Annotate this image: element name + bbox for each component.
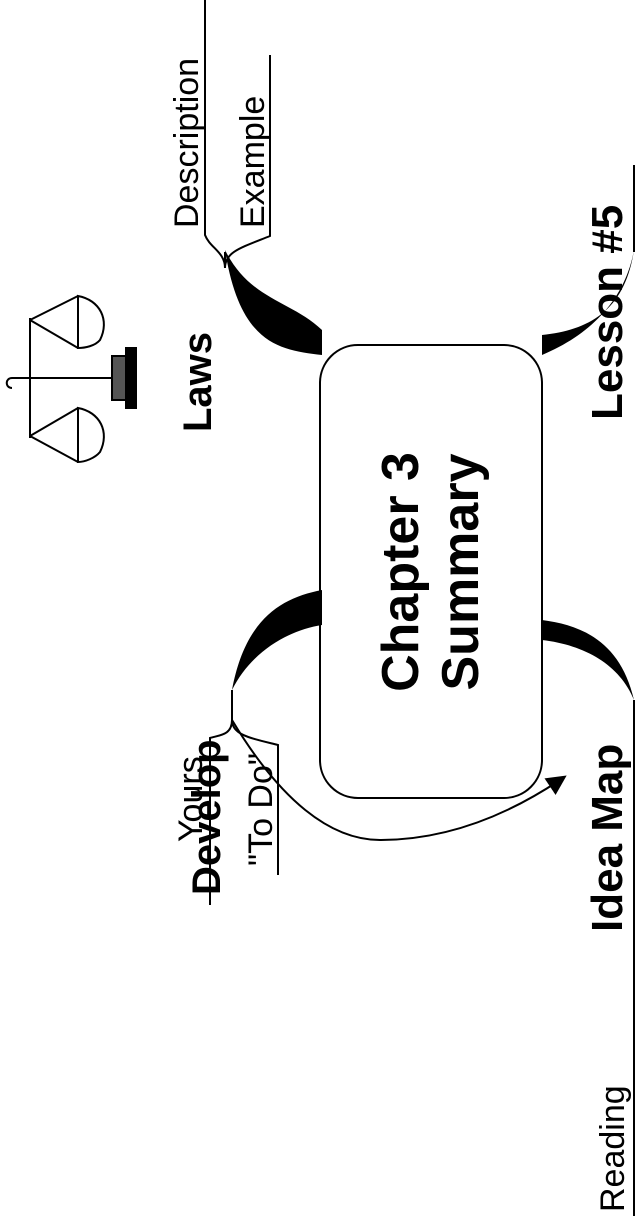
- branch-label-lesson: Lesson #5: [583, 205, 632, 420]
- branch-connector-lesson: [542, 250, 634, 355]
- develop-fork: [209, 719, 279, 905]
- branch-label-idea-map: Idea Map: [583, 744, 632, 932]
- central-node-box: [319, 344, 543, 799]
- central-title-line1: Chapter 3: [372, 452, 430, 692]
- branch-label-laws: Laws: [176, 332, 220, 432]
- laws-fork: [204, 0, 271, 269]
- sub-label-reading: Reading: [594, 1085, 632, 1212]
- branch-connector-laws: [225, 250, 322, 355]
- sub-label-to-do: "To Do": [242, 753, 280, 866]
- central-title-line2: Summary: [432, 453, 490, 690]
- branch-connector-develop: [232, 590, 322, 690]
- arrow-icon: [231, 719, 567, 842]
- sub-label-yours: Yours: [172, 756, 210, 842]
- branch-label-develop: Develop: [185, 739, 229, 895]
- sub-label-description: Description: [168, 58, 206, 228]
- scales-of-justice-icon: [5, 294, 137, 464]
- sub-label-example: Example: [234, 96, 272, 228]
- branch-connector-idea-map: [542, 620, 634, 700]
